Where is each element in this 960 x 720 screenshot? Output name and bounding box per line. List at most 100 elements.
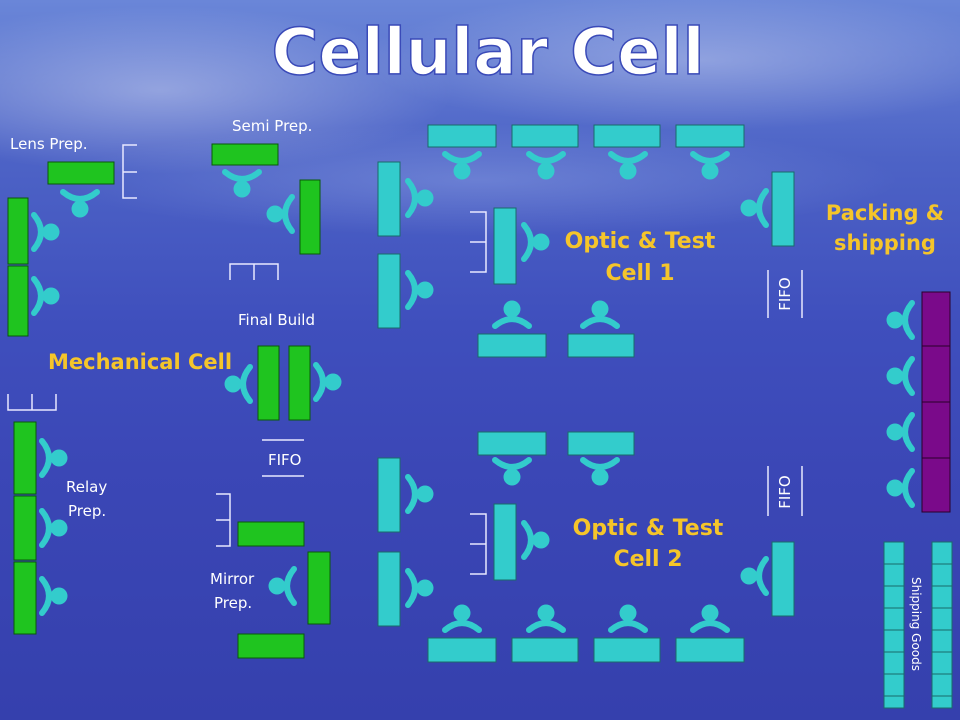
operator-icon [524, 225, 550, 259]
final-build-station [288, 345, 311, 421]
operator-icon [583, 460, 617, 486]
operator-icon [741, 559, 767, 593]
page-title: Cellular Cell [271, 16, 704, 90]
operator-icon [42, 511, 68, 545]
relay-station [13, 495, 37, 561]
operator-icon [225, 172, 259, 198]
optic-station [567, 333, 635, 358]
mech-station [7, 197, 29, 265]
optic-station [427, 637, 497, 663]
relay-station [13, 561, 37, 635]
operator-icon [611, 605, 645, 631]
mech-station [299, 179, 321, 255]
rack-bracket [229, 263, 279, 280]
rack-bracket [470, 211, 487, 273]
packing-station [921, 291, 951, 347]
optic-station [567, 431, 635, 456]
label-mirror-prep: Prep. [214, 594, 252, 612]
optic-station [377, 253, 401, 329]
optic-station [511, 124, 579, 148]
operator-icon [495, 301, 529, 327]
label-packing-shipping: shipping [834, 231, 936, 255]
operator-icon [445, 154, 479, 180]
optic-station [593, 637, 661, 663]
mirror-station [307, 551, 331, 625]
rack-bracket [216, 493, 231, 547]
optic-test-cell-1 [377, 124, 803, 358]
operator-icon [611, 154, 645, 180]
label-relay-prep: Prep. [68, 502, 106, 520]
operator-icon [495, 460, 529, 486]
optic-station [377, 551, 401, 627]
packing-station [921, 457, 951, 513]
mech-station [7, 265, 29, 337]
semi-prep-station [211, 143, 279, 166]
rack-bracket [122, 144, 137, 199]
label-fifo: FIFO [776, 277, 794, 311]
label-optic-test-cell-2: Optic & Test [573, 516, 724, 541]
relay-station [13, 421, 37, 495]
optic-station [477, 333, 547, 358]
optic-station [675, 124, 745, 148]
optic-station [477, 431, 547, 456]
mirror-station [237, 633, 305, 659]
label-mechanical-cell: Mechanical Cell [48, 350, 232, 374]
operator-icon [42, 441, 68, 475]
label-shipping-goods: Shipping Goods [909, 577, 923, 671]
operator-icon [529, 154, 563, 180]
label-optic-test-cell-2: Cell 2 [613, 547, 682, 572]
operator-icon [887, 359, 913, 393]
label-relay-prep: Relay [66, 478, 107, 496]
operator-icon [887, 415, 913, 449]
operator-icon [445, 605, 479, 631]
optic-station [427, 124, 497, 148]
label-lens-prep: Lens Prep. [10, 135, 88, 153]
label-fifo: FIFO [268, 451, 302, 469]
optic-station [771, 171, 795, 247]
optic-station [377, 161, 401, 237]
operator-icon [42, 579, 68, 613]
operator-icon [408, 181, 434, 215]
operator-icon [408, 571, 434, 605]
operator-icon [524, 523, 550, 557]
operator-icon [408, 273, 434, 307]
mechanical-cell [7, 143, 342, 659]
shipping-goods-rack [883, 541, 953, 709]
optic-station [511, 637, 579, 663]
label-fifo: FIFO [776, 475, 794, 509]
optic-station [593, 124, 661, 148]
packing-station [921, 401, 951, 459]
packing-station [921, 345, 951, 403]
operator-icon [269, 569, 295, 603]
operator-icon [741, 191, 767, 225]
operator-icon [63, 192, 97, 218]
label-optic-test-cell-1: Cell 1 [605, 261, 674, 286]
label-packing-shipping: Packing & [826, 201, 944, 225]
operator-icon [583, 301, 617, 327]
operator-icon [887, 471, 913, 505]
operator-icon [34, 215, 60, 249]
rack-bracket [470, 513, 487, 575]
final-build-station [257, 345, 280, 421]
operator-icon [267, 197, 293, 231]
optic-station [377, 457, 401, 533]
operator-icon [693, 154, 727, 180]
mirror-station [237, 521, 305, 547]
operator-icon [408, 477, 434, 511]
packing-shipping [883, 291, 953, 709]
operator-icon [34, 279, 60, 313]
operator-icon [316, 365, 342, 399]
optic-station [493, 503, 517, 581]
label-optic-test-cell-1: Optic & Test [565, 229, 716, 254]
optic-test-cell-2 [377, 431, 803, 663]
lens-prep-station [47, 161, 115, 185]
label-mirror-prep: Mirror [210, 570, 255, 588]
operator-icon [887, 303, 913, 337]
optic-station [493, 207, 517, 285]
label-final-build: Final Build [238, 311, 315, 329]
operator-icon [693, 605, 727, 631]
optic-station [771, 541, 795, 617]
operator-icon [529, 605, 563, 631]
label-semi-prep: Semi Prep. [232, 117, 312, 135]
